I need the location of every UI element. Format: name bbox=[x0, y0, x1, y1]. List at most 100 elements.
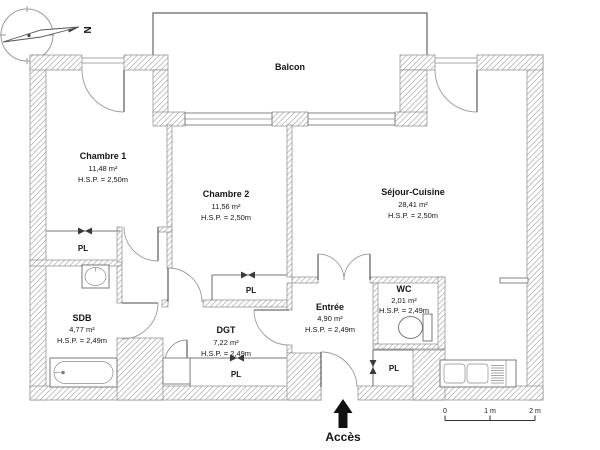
wall-top-right-a bbox=[399, 54, 436, 71]
kitchen-sink bbox=[439, 359, 517, 388]
room-name: Entrée bbox=[316, 302, 344, 312]
wall-bottom-right bbox=[357, 385, 544, 401]
room-area: 4,77 m² bbox=[69, 325, 95, 334]
windows bbox=[82, 57, 477, 126]
door-sdb bbox=[121, 302, 159, 340]
door-dgt-entree bbox=[253, 309, 290, 346]
wall-right bbox=[526, 54, 544, 401]
wall-balcony-left bbox=[152, 69, 169, 114]
room-name: Chambre 1 bbox=[80, 151, 127, 161]
wall-entree-dgt-b bbox=[286, 344, 293, 354]
facade-pier-3 bbox=[394, 111, 428, 127]
wall-chambre1-chambre2 bbox=[166, 124, 173, 269]
wall-wc-left bbox=[372, 282, 379, 345]
room-area: 11,56 m² bbox=[211, 202, 241, 211]
wall-entree-dgt-a bbox=[286, 282, 293, 311]
room-name: DGT bbox=[217, 325, 237, 335]
scale-bar: 0 1 m 2 m bbox=[443, 408, 541, 421]
access-arrow-icon bbox=[333, 399, 353, 428]
wall-sdb-right bbox=[116, 265, 123, 304]
room-area: 28,41 m² bbox=[398, 200, 428, 209]
compass-needle bbox=[2, 26, 80, 43]
wall-wc-bottom bbox=[372, 343, 446, 350]
room-entree-label: Entrée 4,90 m² H.S.P. = 2,49m bbox=[305, 302, 355, 334]
room-dgt-label: DGT 7,22 m² H.S.P. = 2,49m bbox=[201, 325, 251, 358]
wall-chambre2-bottom-a bbox=[161, 299, 169, 308]
room-area: 11,48 m² bbox=[88, 164, 118, 173]
room-ceiling: H.S.P. = 2,49m bbox=[57, 336, 107, 345]
room-ceiling: H.S.P. = 2,49m bbox=[305, 325, 355, 334]
room-ceiling: H.S.P. = 2,49m bbox=[379, 306, 429, 315]
door-sejour-window bbox=[434, 69, 478, 113]
balcony-label: Balcon bbox=[275, 62, 305, 72]
room-name: Chambre 2 bbox=[203, 189, 250, 199]
room-ceiling: H.S.P. = 2,50m bbox=[78, 175, 128, 184]
closet-label: PL bbox=[246, 286, 256, 295]
wall-wc-right bbox=[437, 276, 446, 350]
walls bbox=[29, 54, 544, 401]
room-name: Séjour-Cuisine bbox=[381, 187, 445, 197]
compass-ticks bbox=[0, 6, 54, 64]
room-name: WC bbox=[397, 284, 412, 294]
wall-top-left-a bbox=[29, 54, 83, 71]
compass-center-dot bbox=[27, 33, 31, 38]
sliding-door-icon bbox=[241, 271, 255, 279]
window-frame-chambre1 bbox=[82, 57, 124, 64]
closet-label: PL bbox=[231, 370, 241, 379]
closet-label: PL bbox=[78, 244, 88, 253]
closet-label: PL bbox=[389, 364, 399, 373]
room-ceiling: H.S.P. = 2,50m bbox=[201, 213, 251, 222]
scale-tick-1m: 1 m bbox=[484, 408, 496, 415]
sliding-door-icon bbox=[230, 354, 244, 362]
scale-tick-2m: 2 m bbox=[529, 408, 541, 415]
balcony-railing bbox=[152, 12, 428, 57]
room-area: 2,01 m² bbox=[391, 296, 417, 305]
scale-tick-0: 0 bbox=[443, 408, 447, 415]
closet-dgt-small bbox=[162, 357, 191, 385]
room-wc-label: WC 2,01 m² H.S.P. = 2,49m bbox=[379, 284, 429, 315]
room-area: 4,90 m² bbox=[317, 314, 343, 323]
facade-pier-1 bbox=[152, 111, 186, 127]
facade-pier-2 bbox=[271, 111, 309, 127]
door-chambre1 bbox=[123, 226, 159, 262]
access-marker: Accès bbox=[325, 399, 361, 444]
wall-entree-top-b bbox=[369, 276, 446, 284]
room-area: 7,22 m² bbox=[213, 338, 239, 347]
compass-rose: N bbox=[0, 6, 92, 64]
room-sdb-label: SDB 4,77 m² H.S.P. = 2,49m bbox=[57, 313, 107, 345]
wall-chambre1-bottom bbox=[157, 226, 173, 233]
sliding-door-icon bbox=[78, 227, 92, 235]
wall-stub-right bbox=[499, 277, 529, 284]
fixtures bbox=[49, 264, 517, 388]
doors bbox=[81, 69, 478, 388]
wall-top-left-b bbox=[123, 54, 169, 71]
sliding-door-icon bbox=[369, 360, 377, 374]
toilet bbox=[398, 313, 433, 342]
north-label: N bbox=[81, 26, 92, 33]
room-labels: Chambre 1 11,48 m² H.S.P. = 2,50m Chambr… bbox=[57, 151, 445, 379]
wall-sdb-top bbox=[29, 259, 123, 267]
room-chambre1-label: Chambre 1 11,48 m² H.S.P. = 2,50m bbox=[78, 151, 128, 184]
door-chambre1-window bbox=[81, 69, 125, 113]
window-frame-sejour bbox=[435, 57, 477, 64]
wall-corridor-left-upper bbox=[116, 226, 123, 263]
room-ceiling: H.S.P. = 2,50m bbox=[388, 211, 438, 220]
wall-left bbox=[29, 54, 47, 401]
closets bbox=[46, 227, 413, 386]
wall-chambre2-sejour bbox=[286, 124, 293, 278]
wall-top-right-b bbox=[476, 54, 544, 71]
bathtub bbox=[49, 357, 118, 388]
compass-needle-tip bbox=[68, 27, 79, 33]
balcony: Balcon bbox=[152, 12, 428, 72]
door-entrance bbox=[320, 351, 358, 388]
room-sejour-label: Séjour-Cuisine 28,41 m² H.S.P. = 2,50m bbox=[381, 187, 445, 220]
room-chambre2-label: Chambre 2 11,56 m² H.S.P. = 2,50m bbox=[201, 189, 251, 222]
wall-entree-top-a bbox=[291, 276, 319, 284]
room-ceiling: H.S.P. = 2,49m bbox=[201, 349, 251, 358]
wall-chambre2-bottom-b bbox=[202, 299, 291, 308]
wall-bottom-left bbox=[29, 385, 322, 401]
washbasin bbox=[81, 264, 110, 289]
door-chambre2 bbox=[167, 267, 203, 303]
